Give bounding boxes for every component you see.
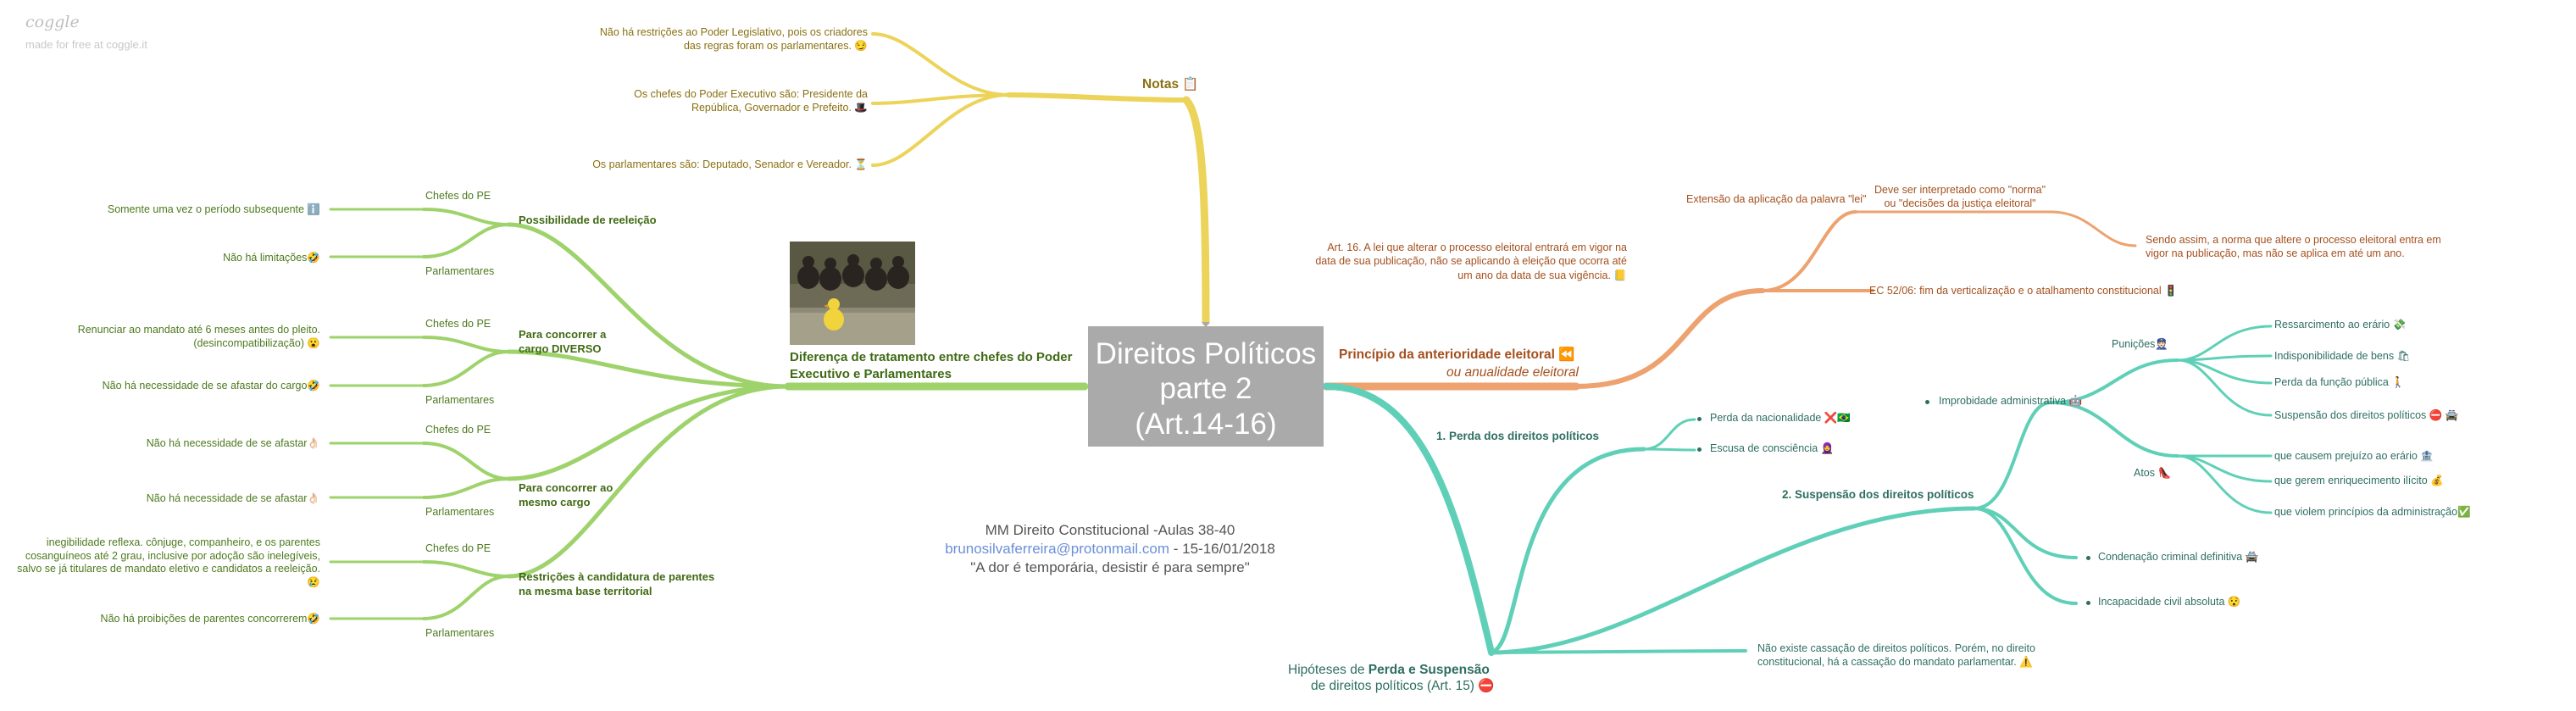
punicao-item[interactable]: Perda da função pública 🚶	[2274, 376, 2405, 388]
ec-52-06[interactable]: EC 52/06: fim da verticalização e o atal…	[1869, 285, 2178, 297]
ducks-photo	[790, 242, 915, 345]
notas-item[interactable]: Não há restrições ao Poder Legislativo, …	[599, 26, 868, 53]
hipoteses-label-bold: Perda e Suspensão	[1368, 663, 1490, 677]
atos-item[interactable]: que gerem enriquecimento ilícito 💰	[2274, 475, 2444, 486]
central-anchor-icon	[1202, 322, 1210, 327]
group-mesmo-cargo[interactable]: Para concorrer ao mesmo cargo	[519, 481, 613, 508]
coggle-tagline[interactable]: made for free at coggle.it	[25, 38, 147, 51]
quote-line: "A dor é temporária, desistir é para sem…	[970, 559, 1250, 576]
leaf-text[interactable]: Não há limitações🤣	[223, 252, 320, 264]
leaf-text[interactable]: Não há necessidade de se afastar do carg…	[102, 380, 320, 392]
leaf-text[interactable]: Não há necessidade de se afastar👌🏻	[146, 492, 320, 504]
bullet-icon	[2086, 556, 2090, 560]
punicao-item[interactable]: Ressarcimento ao erário 💸	[2274, 319, 2407, 331]
date-text: - 15-16/01/2018	[1169, 541, 1275, 558]
punicao-item[interactable]: Indisponibilidade de bens 🛍	[2274, 350, 2411, 362]
condenacao-item[interactable]: Condenação criminal definitiva 🚔	[2098, 551, 2259, 563]
perda-node[interactable]: 1. Perda dos direitos políticos	[1436, 430, 1600, 442]
perda-item[interactable]: Escusa de consciência 🧕	[1710, 442, 1835, 454]
diferenca-node[interactable]: Diferença de tratamento entre chefes do …	[790, 350, 1073, 381]
leaf-text[interactable]: Somente uma vez o período subsequente ℹ️	[107, 203, 320, 215]
atos-item[interactable]: que violem princípios da administração✅	[2274, 506, 2471, 518]
central-note: MM Direito Constitucional -Aulas 38-40 b…	[881, 521, 1339, 577]
central-title-line-1: Direitos Políticos	[1095, 337, 1317, 370]
bullet-icon	[1925, 400, 1929, 404]
central-node[interactable]: Direitos Políticos parte 2 (Art.14-16)	[1088, 326, 1324, 447]
hipoteses-node[interactable]: Hipóteses de Perda e Suspensão	[1288, 662, 1490, 679]
role-chefes-pe[interactable]: Chefes do PE	[425, 318, 491, 330]
hipoteses-label-pre: Hipóteses de	[1288, 663, 1368, 677]
anterioridade-sublabel: ou anualidade eleitoral	[1446, 365, 1579, 380]
leaf-text[interactable]: Não há necessidade de se afastar👌🏻	[146, 437, 320, 449]
author-line: brunosilvaferreira@protonmail.com - 15-1…	[881, 540, 1339, 558]
course-line: MM Direito Constitucional -Aulas 38-40	[985, 522, 1235, 538]
role-chefes-pe[interactable]: Chefes do PE	[425, 424, 491, 436]
role-parlamentares[interactable]: Parlamentares	[425, 506, 495, 518]
role-parlamentares[interactable]: Parlamentares	[425, 627, 495, 639]
punicao-item[interactable]: Suspensão dos direitos políticos ⛔ 🚔	[2274, 409, 2459, 421]
bullet-icon	[2086, 601, 2090, 605]
atos-node[interactable]: Atos 👠	[2134, 467, 2172, 479]
leaf-text[interactable]: Não há proibições de parentes concorrere…	[100, 613, 320, 625]
interpretado-norma[interactable]: Deve ser interpretado como "norma" ou "d…	[1874, 184, 2046, 210]
art16-text[interactable]: Art. 16. A lei que alterar o processo el…	[1315, 242, 1627, 281]
extensao-lei[interactable]: Extensão da aplicação da palavra "lei"	[1686, 193, 1867, 205]
group-reeleicao[interactable]: Possibilidade de reeleição	[519, 214, 657, 226]
cassacao-note[interactable]: Não existe cassação de direitos político…	[1757, 642, 2035, 669]
role-chefes-pe[interactable]: Chefes do PE	[425, 190, 491, 202]
sendo-assim[interactable]: Sendo assim, a norma que altere o proces…	[2146, 234, 2441, 260]
role-parlamentares[interactable]: Parlamentares	[425, 265, 495, 277]
coggle-logo[interactable]: coggle	[25, 13, 80, 31]
hipoteses-label-line2: de direitos políticos (Art. 15) ⛔	[1311, 679, 1495, 693]
notas-node[interactable]: Notas 📋	[1142, 77, 1199, 92]
central-title-line-3: (Art.14-16)	[1135, 407, 1277, 441]
perda-item[interactable]: Perda da nacionalidade ❌🇧🇷	[1710, 412, 1851, 424]
notas-item[interactable]: Os parlamentares são: Deputado, Senador …	[592, 158, 868, 170]
anterioridade-node[interactable]: Princípio da anterioridade eleitoral ⏪	[1339, 347, 1575, 362]
leaf-text[interactable]: Renunciar ao mandato até 6 meses antes d…	[77, 324, 320, 350]
role-parlamentares[interactable]: Parlamentares	[425, 394, 495, 406]
punicoes-node[interactable]: Punições👮🏻	[2112, 338, 2168, 350]
role-chefes-pe[interactable]: Chefes do PE	[425, 542, 491, 554]
notas-item[interactable]: Os chefes do Poder Executivo são: Presid…	[634, 88, 868, 114]
leaf-text[interactable]: inegibilidade reflexa. cônjuge, companhe…	[17, 536, 320, 588]
suspensao-node[interactable]: 2. Suspensão dos direitos políticos	[1782, 488, 1974, 501]
atos-item[interactable]: que causem prejuízo ao erário 🏦	[2274, 450, 2434, 462]
bullet-icon	[1697, 447, 1702, 452]
central-title-line-2: parte 2	[1159, 372, 1252, 406]
author-email-link[interactable]: brunosilvaferreira@protonmail.com	[945, 541, 1170, 558]
group-cargo-diverso[interactable]: Para concorrer a cargo DIVERSO	[519, 328, 607, 355]
bullet-icon	[1697, 417, 1702, 421]
incapacidade-item[interactable]: Incapacidade civil absoluta 😯	[2098, 596, 2241, 608]
group-parentes[interactable]: Restrições à candidatura de parentes na …	[519, 570, 715, 597]
improbidade-node[interactable]: Improbidade administrativa 🤖	[1939, 395, 2083, 407]
